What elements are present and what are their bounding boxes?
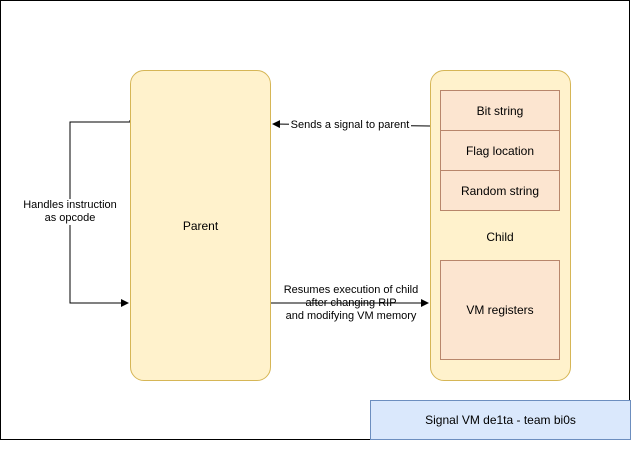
signal-edge-label: Sends a signal to parent: [289, 119, 411, 132]
resume-label-line2: after changing RIP: [305, 297, 397, 309]
vm-registers-label: VM registers: [466, 303, 534, 317]
handles-edge-label: Handles instruction as opcode: [18, 199, 122, 225]
footer-caption: Signal VM de1ta - team bi0s: [425, 413, 576, 427]
handles-label-line1: Handles instruction: [23, 199, 117, 211]
flag-location-cell: Flag location: [440, 130, 560, 171]
resume-label-line3: and modifying VM memory: [285, 310, 417, 322]
resume-label-line1: Resumes execution of child: [283, 284, 419, 296]
flag-location-label: Flag location: [465, 143, 535, 158]
parent-label: Parent: [182, 218, 219, 233]
footer-caption-box: Signal VM de1ta - team bi0s: [370, 400, 631, 440]
resume-edge-label: Resumes execution of child after changin…: [281, 284, 421, 323]
bit-string-cell: Bit string: [440, 90, 560, 131]
diagram-frame: [0, 0, 630, 440]
vm-registers-cell: VM registers: [440, 260, 560, 360]
random-string-cell: Random string: [440, 170, 560, 211]
handles-label-line2: as opcode: [44, 212, 96, 224]
bit-string-label: Bit string: [476, 103, 524, 118]
child-label: Child: [486, 230, 514, 244]
random-string-label: Random string: [460, 183, 540, 198]
parent-node: Parent: [130, 70, 271, 381]
